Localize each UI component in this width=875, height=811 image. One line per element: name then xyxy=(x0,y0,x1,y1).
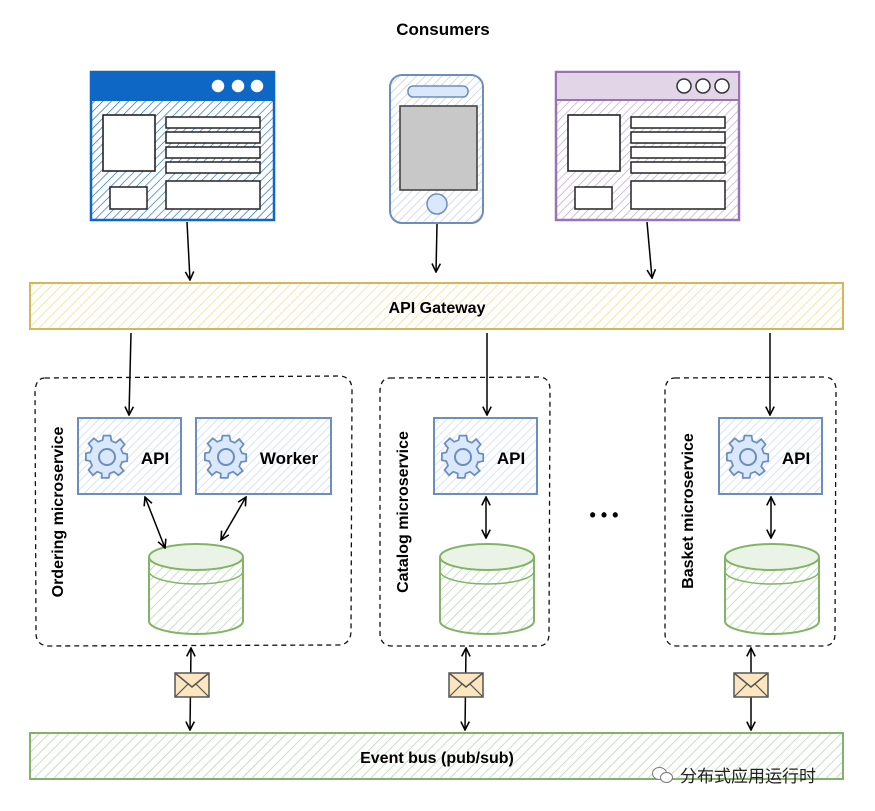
ordering-microservice: Ordering microservice API Worker xyxy=(34,375,353,647)
watermark-text: 分布式应用运行时 xyxy=(680,767,816,787)
wechat-icon xyxy=(652,766,674,784)
ordering-microservice-label: Ordering microservice xyxy=(50,427,67,598)
consumer-to-gateway-arrows xyxy=(187,221,652,280)
message-envelope-icon xyxy=(448,672,484,698)
more-services-ellipsis: • • • xyxy=(590,505,619,525)
watermark: 分布式应用运行时 xyxy=(652,762,816,787)
gear-icon xyxy=(84,434,129,479)
basket-microservice-label: Basket microservice xyxy=(680,433,697,589)
api-gateway: API Gateway xyxy=(29,282,844,330)
event-bus-label: Event bus (pub/sub) xyxy=(360,750,514,767)
ordering-api-label: API xyxy=(141,449,169,468)
ordering-worker-label: Worker xyxy=(260,449,319,468)
mobile-consumer-icon xyxy=(389,74,484,224)
event-bus: Event bus (pub/sub) xyxy=(29,732,844,780)
api-gateway-label: API Gateway xyxy=(389,300,486,317)
basket-microservice: Basket microservice API xyxy=(664,376,837,647)
catalog-microservice-label: Catalog microservice xyxy=(395,431,412,593)
message-envelope-icon xyxy=(174,672,210,698)
gear-icon xyxy=(725,434,770,479)
web-app-consumer-icon xyxy=(89,70,276,222)
catalog-microservice: Catalog microservice API xyxy=(379,376,551,647)
basket-api-label: API xyxy=(782,449,810,468)
message-envelope-icon xyxy=(733,672,769,698)
web-spa-consumer-icon xyxy=(554,70,741,222)
gear-icon xyxy=(440,434,485,479)
basket-database-icon xyxy=(724,543,820,635)
gateway-to-service-arrows xyxy=(129,332,770,415)
consumers-title: Consumers xyxy=(396,20,490,39)
catalog-api-label: API xyxy=(497,449,525,468)
catalog-database-icon xyxy=(439,543,535,635)
gear-icon xyxy=(203,434,248,479)
ordering-database-icon xyxy=(148,543,244,635)
